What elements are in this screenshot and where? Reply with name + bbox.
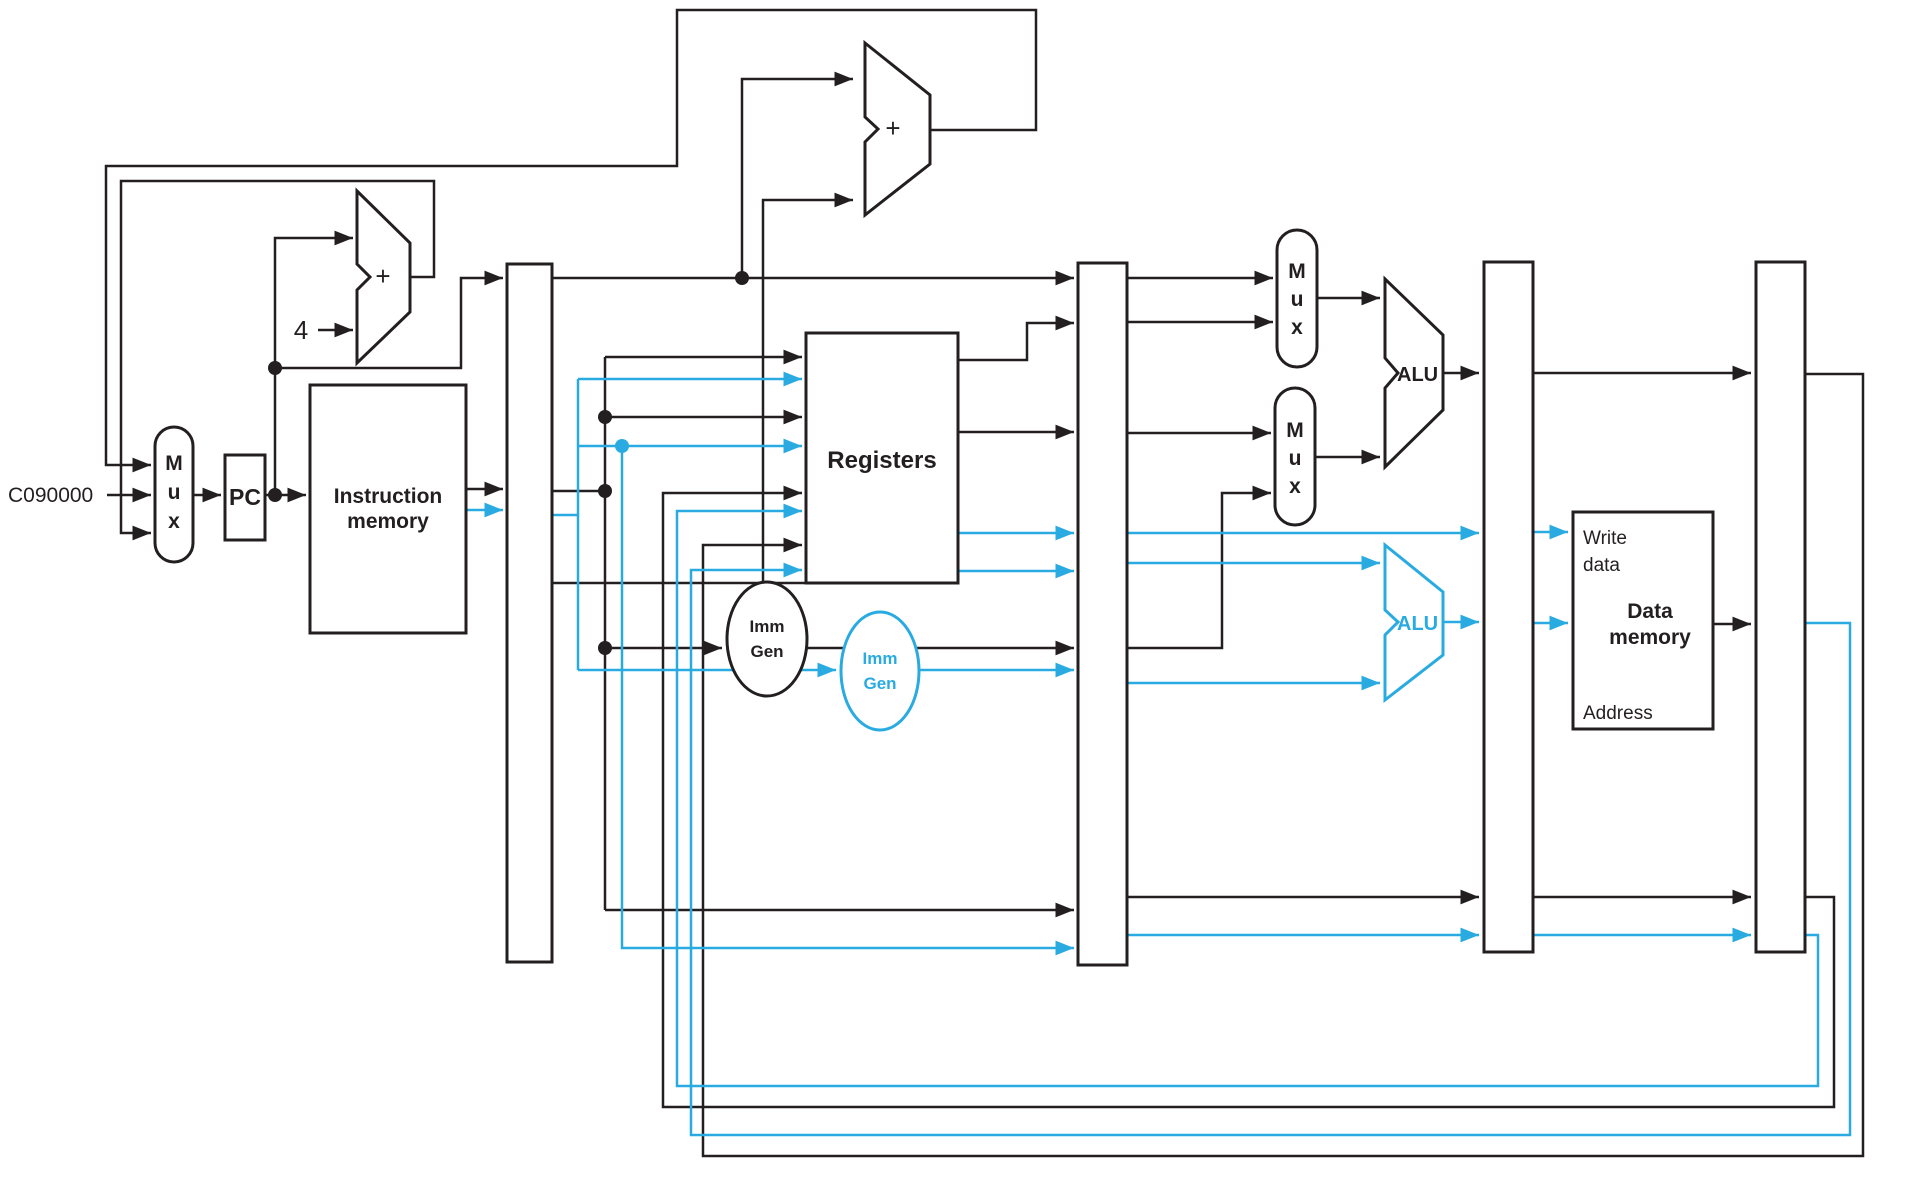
junction-dots: [268, 271, 749, 655]
registers-label: Registers: [827, 447, 936, 474]
mux3-letter-m: M: [1288, 260, 1306, 283]
pc-add4-adder: [355, 187, 412, 367]
wire-wb-regnum-to-registers: [661, 485, 1836, 1109]
pipeline-register-if-id: [505, 262, 554, 964]
mux4-letter-u: u: [1289, 447, 1302, 470]
pc-block: [223, 453, 267, 542]
wire-wb-regnum-to-registers-blue: [675, 503, 1820, 1088]
imm-gen-label: Imm Gen: [750, 617, 785, 661]
imm-gen-blue-label: Imm Gen: [863, 649, 898, 693]
branch-adder-plus-label: +: [885, 113, 900, 143]
alu-label: ALU: [1397, 364, 1438, 386]
wire-pc-to-branchadder-in1: [740, 71, 853, 278]
pipeline-register-ex-mem: [1482, 260, 1535, 954]
data-memory-block: [1571, 510, 1715, 731]
pipeline-register-mem-wb: [1754, 260, 1807, 954]
add4-plus-label: +: [375, 261, 390, 291]
wire-instr-to-idex-blue: [620, 446, 1074, 956]
junction-pc-branch: [268, 361, 282, 375]
alu-src2-mux-label: M u x: [1286, 419, 1304, 498]
immgen-label-line2: Gen: [750, 642, 783, 661]
wire-add4-to-pcmux: [119, 179, 436, 541]
dmem-name-line1: Data: [1627, 600, 1673, 623]
alu-block: [1383, 275, 1445, 471]
immgen-label-line1: Imm: [750, 617, 785, 636]
increment-constant-label: 4: [294, 315, 308, 345]
pc-mux-letter-x: x: [168, 510, 180, 533]
immgen-blue-label-line1: Imm: [863, 649, 898, 668]
data-memory-labels: Write data Data memory Address: [1583, 528, 1691, 724]
dmem-address-label: Address: [1583, 703, 1653, 724]
dmem-writedata-line2: data: [1583, 555, 1620, 576]
dmem-name-line2: memory: [1609, 626, 1691, 649]
imem-label-line2: memory: [347, 510, 429, 533]
alu-blue-label: ALU: [1397, 613, 1438, 635]
junction-instr-1: [598, 410, 612, 424]
junction-instr-2: [598, 484, 612, 498]
pipeline-registers: [505, 260, 1807, 967]
dmem-writedata-line1: Write: [1583, 528, 1627, 549]
pipeline-register-id-ex: [1076, 261, 1129, 967]
alu-src1-mux-label: M u x: [1288, 260, 1306, 339]
immgen-blue-label-line2: Gen: [863, 674, 896, 693]
registers-block: [804, 331, 960, 585]
alu-src2-mux-block: [1273, 386, 1317, 527]
junction-pc-output: [268, 488, 282, 502]
junction-pc-to-adder: [735, 271, 749, 285]
alu-block-blue: [1383, 541, 1445, 704]
pc-mux-letter-m: M: [165, 452, 183, 475]
mux4-letter-m: M: [1286, 419, 1304, 442]
wire-reg-read1-to-idex: [958, 315, 1074, 362]
pc-label: PC: [229, 484, 261, 510]
pc-input-value-label: C090000: [8, 484, 93, 507]
instruction-memory-label: Instruction memory: [334, 485, 443, 533]
pc-mux-label: M u x: [165, 452, 183, 533]
alu-src1-mux-block: [1275, 228, 1319, 369]
wire-branchadder-to-pcmux: [104, 8, 1038, 473]
imm-gen-block-blue: [839, 610, 921, 732]
labels: C090000 4 + + PC M u x M u x M u x Instr…: [8, 113, 1691, 724]
mux4-letter-x: x: [1289, 475, 1301, 498]
wire-wb-aluresult-to-registers: [701, 372, 1865, 1158]
wire-imm-to-mux4-in2: [1127, 485, 1271, 650]
instruction-memory-block: [308, 383, 468, 635]
imem-label-line1: Instruction: [334, 485, 443, 508]
pc-mux-letter-u: u: [168, 481, 181, 504]
wire-immgen-to-branchadder-in2: [761, 192, 853, 582]
wire-wb-memdata-to-registers-blue: [689, 562, 1852, 1137]
imm-gen-block: [725, 580, 809, 698]
pc-mux-block: [153, 425, 195, 564]
blocks: [153, 39, 1715, 732]
mux3-letter-u: u: [1291, 288, 1304, 311]
wire-pc-to-ifid: [275, 270, 503, 370]
wire-pc-to-add4-in1: [273, 230, 353, 495]
junction-instr-immgen: [598, 641, 612, 655]
branch-adder: [863, 39, 932, 219]
mux3-letter-x: x: [1291, 316, 1303, 339]
junction-instr-blue: [615, 439, 629, 453]
